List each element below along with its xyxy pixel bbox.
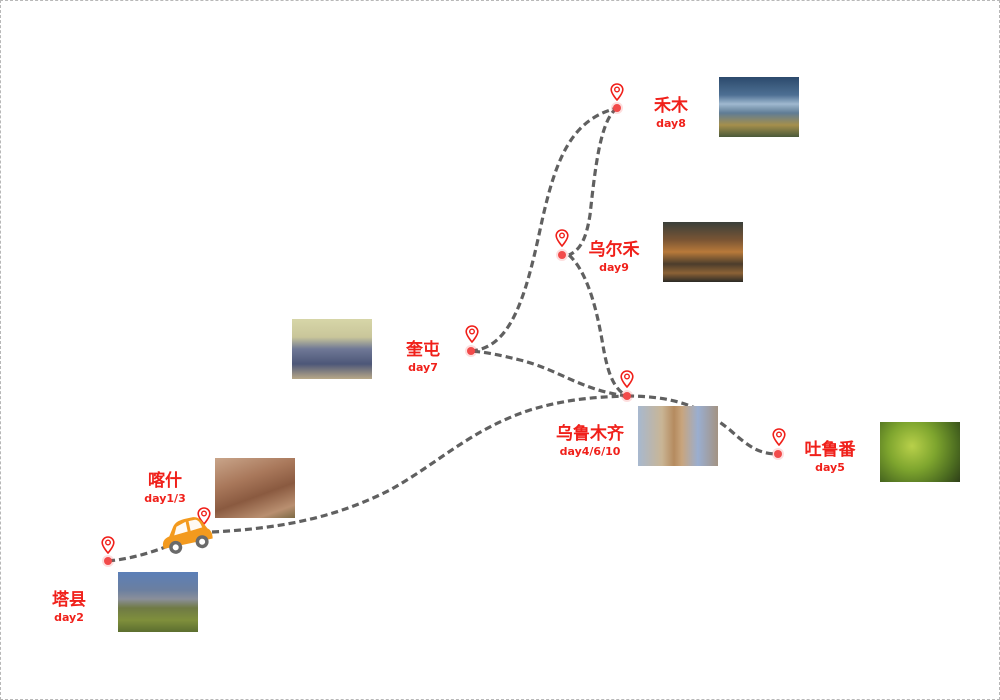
stop-name: 喀什 (148, 471, 182, 491)
stop-label-hemu: 禾木 day8 (648, 96, 694, 132)
photo-taxian (118, 572, 198, 632)
stop-label-wuerhe: 乌尔禾 day9 (584, 240, 644, 276)
stop-dot-wuerhe[interactable] (558, 251, 566, 259)
stop-label-urumqi: 乌鲁木齐 day4/6/10 (550, 424, 630, 460)
stop-dot-urumqi[interactable] (623, 392, 631, 400)
stop-day: day1/3 (144, 492, 186, 505)
route-urumqi-kuitun (470, 349, 628, 398)
map-pin-icon[interactable] (101, 536, 115, 554)
map-pin-icon[interactable] (465, 325, 479, 343)
map-pin-icon[interactable] (555, 229, 569, 247)
map-pin-icon[interactable] (610, 83, 624, 101)
route-kashi-urumqi (211, 394, 628, 534)
stop-day: day2 (54, 611, 84, 624)
stop-day: day4/6/10 (559, 445, 621, 458)
stop-dot-kuitun[interactable] (467, 347, 475, 355)
stop-day: day5 (815, 461, 845, 474)
photo-kuitun (292, 319, 372, 379)
route-wuerhe-urumqi (567, 253, 628, 398)
stop-dot-turpan[interactable] (774, 450, 782, 458)
stop-dot-taxian[interactable] (104, 557, 112, 565)
stop-name: 乌鲁木齐 (556, 424, 624, 444)
stop-name: 塔县 (52, 590, 86, 610)
route-hemu-wuerhe (568, 106, 619, 257)
photo-urumqi (638, 406, 718, 466)
stop-name: 奎屯 (406, 340, 440, 360)
car-icon (162, 517, 213, 554)
photo-turpan (880, 422, 960, 482)
stop-name: 禾木 (654, 96, 688, 116)
stop-label-turpan: 吐鲁番 day5 (800, 440, 860, 476)
stop-name: 乌尔禾 (588, 240, 640, 260)
stop-label-kashi: 喀什 day1/3 (142, 471, 188, 507)
photo-kashi (215, 458, 295, 518)
map-pin-icon[interactable] (620, 370, 634, 388)
stop-day: day7 (408, 361, 438, 374)
stop-label-taxian: 塔县 day2 (44, 590, 94, 626)
route-kuitun-hemu (470, 106, 618, 353)
map-pin-icon[interactable] (772, 428, 786, 446)
stop-dot-hemu[interactable] (613, 104, 621, 112)
photo-wuerhe (663, 222, 743, 282)
stop-day: day8 (656, 117, 686, 130)
stop-name: 吐鲁番 (804, 440, 856, 460)
photo-hemu (719, 77, 799, 137)
stop-day: day9 (599, 261, 629, 274)
route-urumqi-turpan (626, 394, 779, 456)
stop-label-kuitun: 奎屯 day7 (400, 340, 446, 376)
